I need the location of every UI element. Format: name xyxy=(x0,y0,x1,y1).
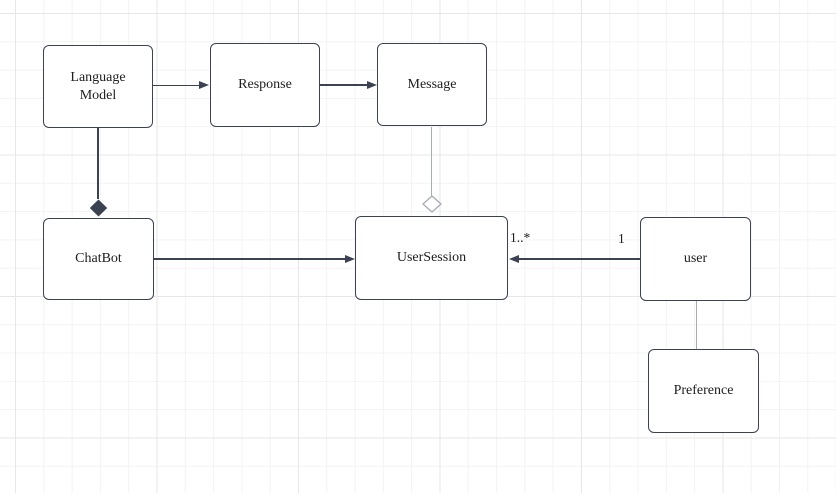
node-preference-label: Preference xyxy=(673,383,734,399)
node-user-session[interactable]: UserSession xyxy=(355,216,508,300)
edge-message-user-session-aggregation[interactable] xyxy=(430,127,433,196)
node-chatbot-label: ChatBot xyxy=(75,251,122,267)
node-response[interactable]: Response xyxy=(210,43,320,127)
node-user-label: user xyxy=(683,251,708,267)
node-user[interactable]: user xyxy=(640,217,751,301)
arrowhead-left-icon xyxy=(509,254,519,263)
node-user-session-label: UserSession xyxy=(396,250,467,266)
arrowhead-right-icon xyxy=(199,81,209,89)
node-language-model-label: Language Model xyxy=(70,70,126,103)
edge-user-to-preference[interactable] xyxy=(695,301,698,349)
edge-language-model-chatbot-composition[interactable] xyxy=(97,128,99,199)
node-chatbot[interactable]: ChatBot xyxy=(43,218,154,300)
aggregation-diamond-icon xyxy=(421,195,442,213)
node-preference[interactable]: Preference xyxy=(648,349,759,433)
arrowhead-right-icon xyxy=(367,80,377,89)
arrowhead-right-icon xyxy=(345,254,355,263)
node-message[interactable]: Message xyxy=(377,43,487,126)
multiplicity-label-user-session[interactable]: 1..* xyxy=(510,230,531,245)
edge-user-to-user-session[interactable] xyxy=(518,258,640,260)
composition-diamond-icon xyxy=(89,199,108,217)
edge-chatbot-to-user-session[interactable] xyxy=(154,258,346,260)
multiplicity-label-user[interactable]: 1 xyxy=(618,231,625,246)
edge-language-model-to-response[interactable] xyxy=(153,84,201,87)
node-message-label: Message xyxy=(407,76,457,92)
edge-response-to-message[interactable] xyxy=(320,84,368,86)
node-response-label: Response xyxy=(238,77,292,93)
node-language-model[interactable]: Language Model xyxy=(43,45,153,128)
